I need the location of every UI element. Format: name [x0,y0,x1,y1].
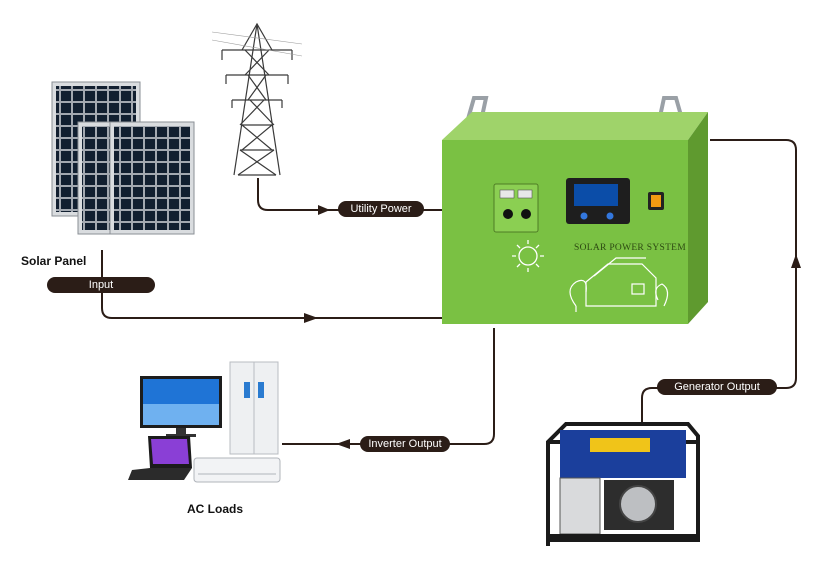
generator-icon [546,422,700,546]
display-button-left [580,212,588,220]
ac-loads-label: AC Loads [187,502,244,516]
generator-output-line [641,139,797,425]
sun-icon [512,240,544,272]
air-conditioner-icon [193,457,281,483]
laptop-icon [128,436,192,480]
generator-output-pill: Generator Output [657,379,777,395]
inverter-arrow-icon [336,439,350,449]
transmission-tower-icon [212,22,302,176]
socket-right [521,209,531,219]
device-name-label: SOLAR POWER SYSTEM [574,243,687,253]
inverter-output-line [282,328,495,445]
utility-power-pill: Utility Power [338,201,424,217]
solar-panels [51,81,195,235]
input-pill: Input [47,277,155,293]
lcd-screen [574,184,618,206]
input-line [101,250,462,319]
generator-arrow-icon [791,254,801,268]
socket-left [503,209,513,219]
house-icon [569,257,669,312]
utility-arrow-icon [318,205,330,215]
refrigerator-icon [229,361,279,455]
utility-power-line [257,178,442,211]
solar-power-system-device [442,96,708,324]
monitor-icon [140,376,222,437]
solar-panel-front [109,121,195,235]
inverter-output-pill: Inverter Output [360,436,450,452]
solar-panel-label: Solar Panel [21,254,87,268]
input-arrow-icon [304,313,318,323]
ac-loads-appliances [128,361,281,483]
display-button-right [606,212,614,220]
